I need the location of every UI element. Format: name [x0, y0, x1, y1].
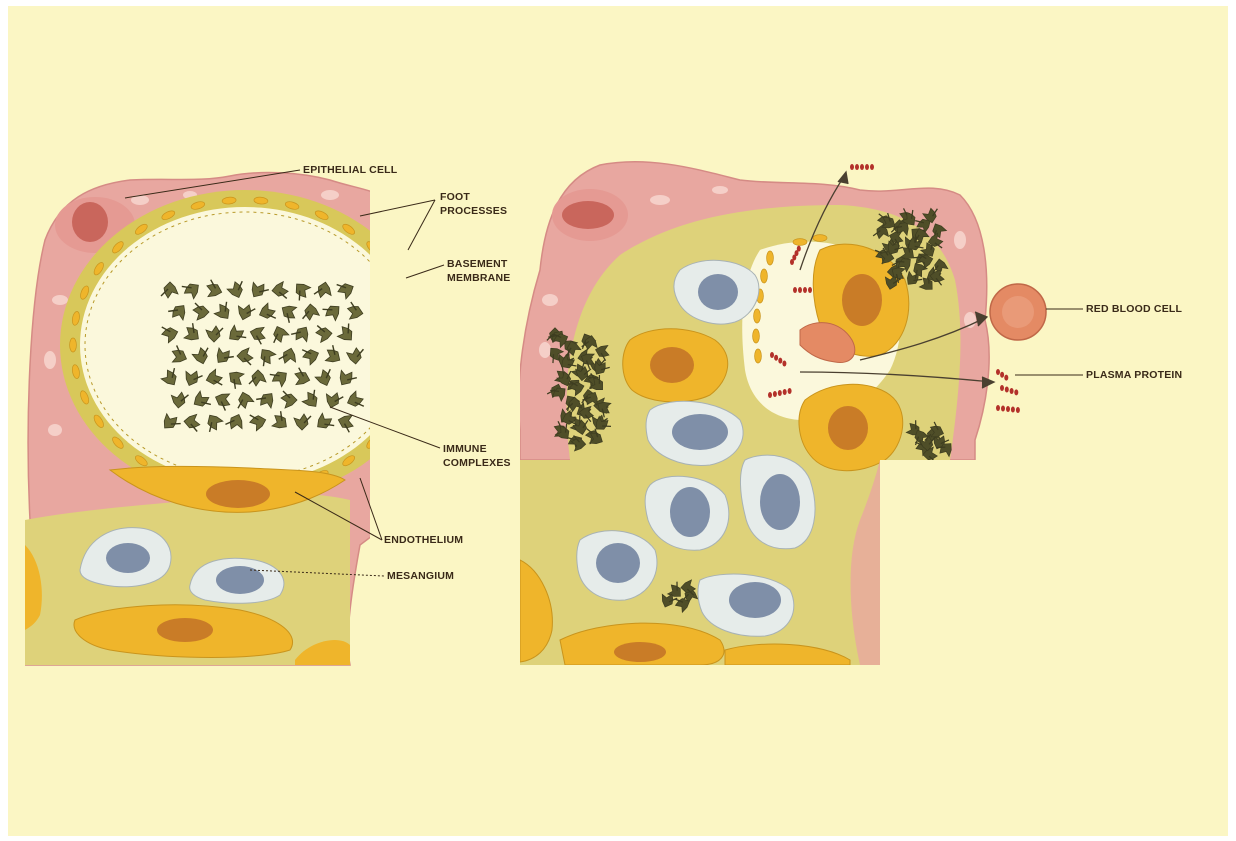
label-red-blood-cell: RED BLOOD CELL	[1086, 303, 1183, 315]
label-plasma-protein: PLASMA PROTEIN	[1086, 369, 1182, 381]
label-immune-complexes-2: COMPLEXES	[443, 457, 511, 469]
label-mesangium: MESANGIUM	[387, 570, 454, 582]
endothelial-nucleus-left	[206, 480, 270, 508]
label-epithelial-cell: EPITHELIAL CELL	[303, 164, 398, 176]
right-panel-damaged-capillary	[519, 162, 989, 665]
label-endothelium: ENDOTHELIUM	[384, 534, 463, 546]
label-basement-membrane-2: MEMBRANE	[447, 272, 510, 284]
mesangial-nucleus-left-2	[216, 566, 264, 594]
capillary-lumen	[80, 207, 410, 483]
label-foot-processes-2: PROCESSES	[440, 205, 507, 217]
label-foot-processes-1: FOOT	[440, 191, 470, 203]
mesangial-nucleus-left-1	[106, 543, 150, 573]
left-panel-normal-capillary	[25, 173, 463, 665]
label-immune-complexes-1: IMMUNE	[443, 443, 487, 455]
epithelial-nucleus	[72, 202, 108, 242]
label-basement-membrane-1: BASEMENT	[447, 258, 508, 270]
